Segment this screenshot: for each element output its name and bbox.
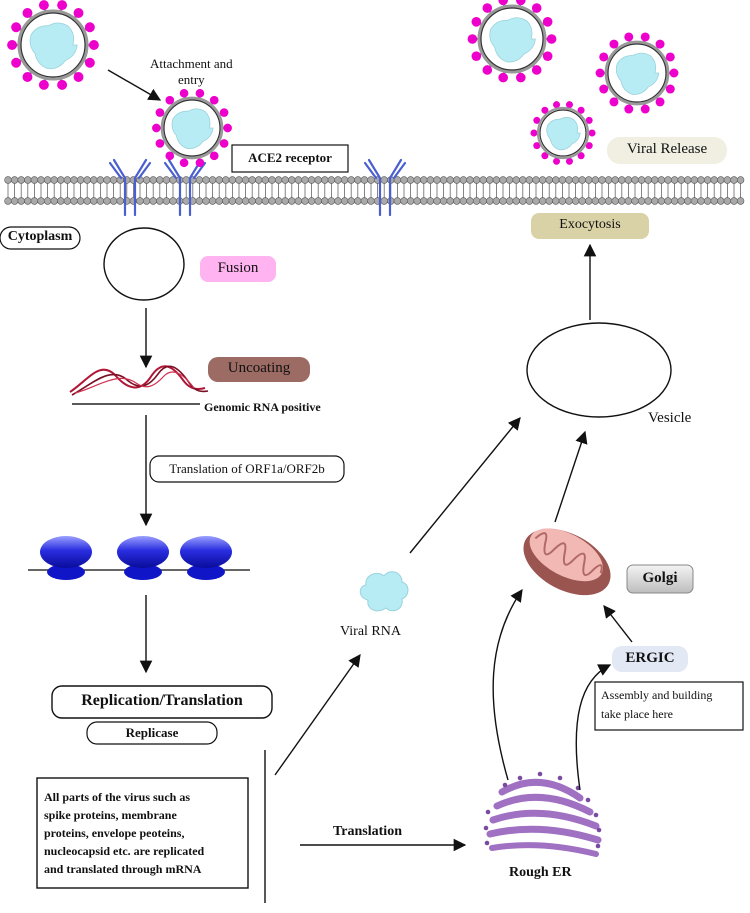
ribosomes-on-mrna — [28, 536, 250, 580]
virus-particle-icon — [468, 0, 557, 82]
virus-particle-icon — [596, 32, 679, 113]
rough-er-icon — [490, 782, 598, 854]
arrow-viral-rna-to-vesicle — [410, 418, 520, 553]
golgi-label: Golgi — [627, 570, 693, 587]
ribosome-large-subunit — [40, 536, 92, 568]
replicase-label: Replicase — [87, 725, 217, 741]
fusion-label: Fusion — [200, 260, 276, 277]
vesicle-label: Vesicle — [648, 410, 691, 427]
virus-particle-icon — [7, 0, 99, 90]
assembly-label: Assembly and building take place here — [601, 686, 712, 724]
golgi-organelle-icon — [512, 515, 621, 609]
rough-er-label: Rough ER — [509, 865, 572, 881]
ribosome-large-subunit — [117, 536, 169, 568]
fusion-vesicle — [104, 228, 184, 300]
arrow-er-to-golgi — [493, 590, 522, 780]
ace2-receptor-label: ACE2 receptor — [232, 150, 348, 166]
exit-vesicle — [527, 323, 671, 417]
arrow-to-viral-rna — [275, 655, 360, 775]
ergic-label: ERGIC — [612, 650, 688, 667]
viral-release-label: Viral Release — [607, 141, 727, 158]
virus-particle-icon — [530, 101, 595, 165]
arrow-ergic-to-golgi — [604, 606, 632, 642]
viral-rna-label: Viral RNA — [340, 624, 401, 640]
replication-label: Replication/Translation — [52, 692, 272, 710]
attachment-label: Attachment and entry — [150, 56, 233, 88]
uncoating-label: Uncoating — [208, 360, 310, 377]
arrow-golgi-to-vesicle — [555, 432, 585, 522]
viral-rna-icon — [360, 572, 408, 611]
translation-orf-label: Translation of ORF1a/ORF2b — [150, 461, 344, 477]
virus-parts-text: All parts of the virus such as spike pro… — [44, 788, 204, 878]
ribosome-large-subunit — [180, 536, 232, 568]
translation-label: Translation — [333, 824, 402, 840]
virus-particle-icon — [152, 89, 232, 167]
ace2-receptor-icon — [110, 160, 150, 215]
exocytosis-label: Exocytosis — [531, 217, 649, 233]
genomic-rna-strand — [70, 366, 208, 404]
cytoplasm-label: Cytoplasm — [0, 229, 80, 245]
cell-membrane — [5, 177, 744, 205]
genomic-rna-label: Genomic RNA positive — [204, 400, 321, 415]
